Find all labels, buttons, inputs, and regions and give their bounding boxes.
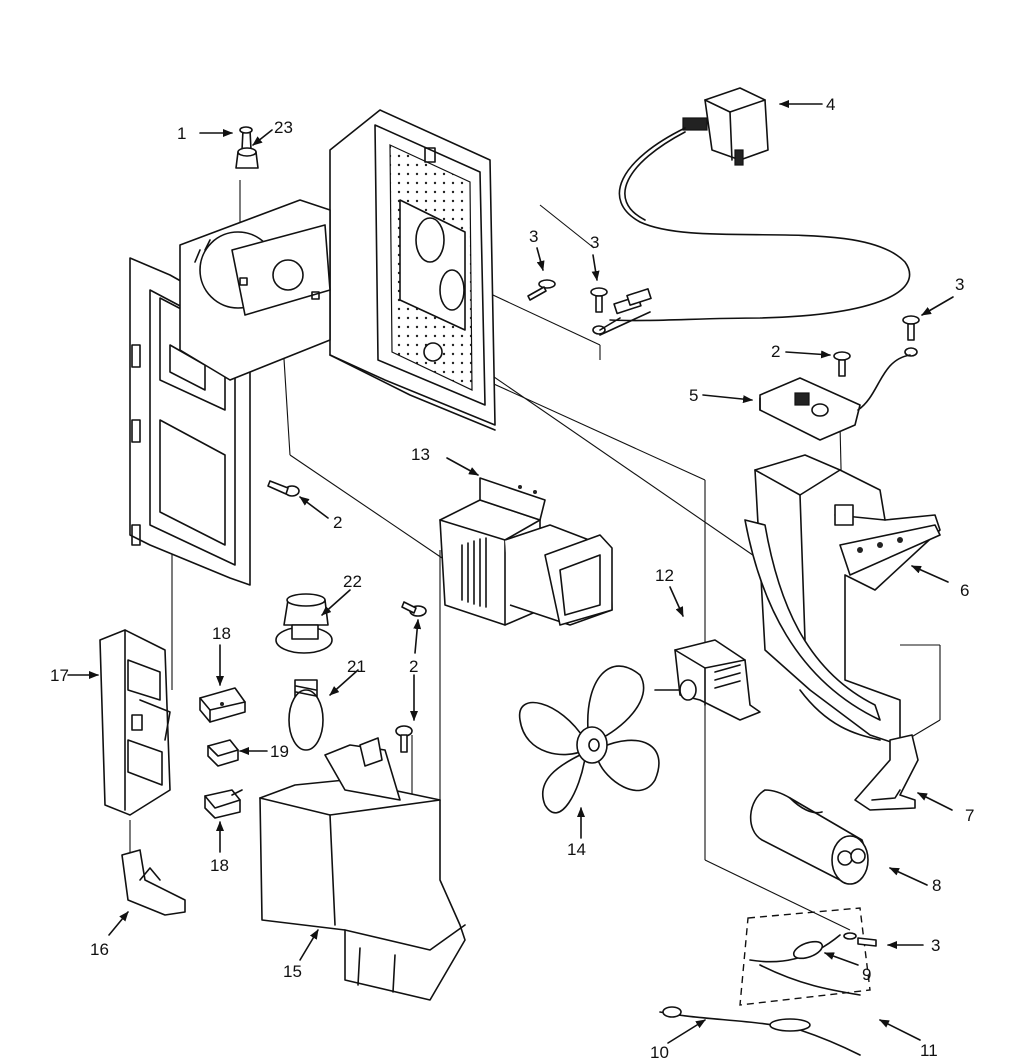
callout-16: 16 [90, 940, 109, 959]
cavity-top-assembly [179, 199, 331, 381]
callout-10: 10 [650, 1043, 669, 1058]
callout-6: 6 [960, 581, 969, 600]
air-duct-15 [259, 737, 466, 1001]
switch-18-lower [204, 789, 243, 819]
callout-1: 1 [177, 124, 186, 143]
magnetron-13 [439, 477, 613, 626]
fan-duct-6 [744, 454, 941, 746]
callout-15: 15 [283, 962, 302, 981]
capacitor-8 [749, 789, 869, 885]
lamp-socket-22 [275, 593, 333, 654]
callout-18-b: 18 [210, 856, 229, 875]
callout-5: 5 [689, 386, 698, 405]
callout-18-a: 18 [212, 624, 231, 643]
callout-labels: 1 23 4 3 3 3 2 5 13 2 6 22 18 2 12 17 21… [50, 95, 974, 1058]
callout-3-a: 3 [529, 227, 538, 246]
fan-motor-12 [654, 639, 761, 721]
callout-22: 22 [343, 572, 362, 591]
callout-13: 13 [411, 445, 430, 464]
callout-2-c: 2 [409, 657, 418, 676]
back-panel [329, 109, 496, 431]
callout-11: 11 [920, 1041, 938, 1058]
callout-12: 12 [655, 566, 674, 585]
callout-14: 14 [567, 840, 586, 859]
callout-19: 19 [270, 742, 289, 761]
latch-board-17 [99, 629, 171, 816]
screw-3-group [527, 279, 920, 377]
callout-3-d: 3 [931, 936, 940, 955]
power-cord-4 [599, 87, 911, 336]
bracket-7 [854, 734, 919, 811]
switch-18-upper [199, 687, 246, 723]
lamp-21 [288, 679, 324, 751]
switch-19 [207, 739, 239, 767]
callout-9: 9 [862, 965, 871, 984]
diode-fuse-assembly [739, 907, 877, 1006]
fan-blade-14 [518, 665, 660, 814]
callout-7: 7 [965, 806, 974, 825]
fuse-lead-10 [659, 1006, 861, 1056]
callout-4: 4 [826, 95, 835, 114]
callout-2-a: 2 [771, 342, 780, 361]
callout-17: 17 [50, 666, 69, 685]
callout-8: 8 [932, 876, 941, 895]
callout-23: 23 [274, 118, 293, 137]
thermal-cutout-23 [235, 126, 259, 169]
screw-2-group [267, 480, 427, 753]
callout-arrows [67, 100, 954, 1044]
callout-3-c: 3 [955, 275, 964, 294]
latch-bracket-16 [121, 849, 186, 916]
callout-3-b: 3 [590, 233, 599, 252]
callout-2-b: 2 [333, 513, 342, 532]
callout-21: 21 [347, 657, 366, 676]
noise-filter-5 [759, 354, 911, 441]
